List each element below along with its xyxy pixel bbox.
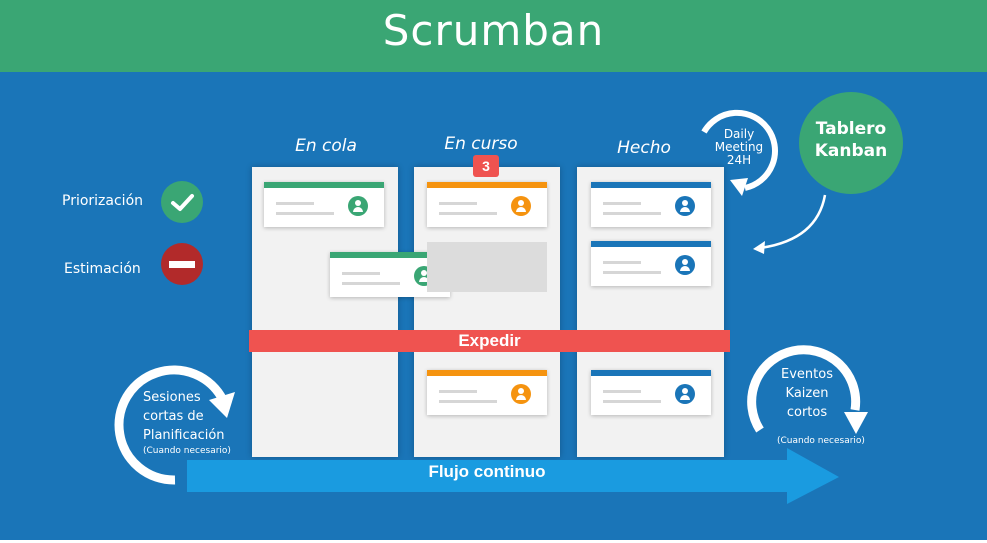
card-text-line	[276, 202, 314, 205]
task-card[interactable]	[427, 182, 547, 227]
card-text-line	[439, 212, 497, 215]
card-text-line	[603, 400, 661, 403]
continuous-flow-arrow-icon	[187, 448, 839, 504]
card-text-line	[439, 202, 477, 205]
card-text-line	[603, 271, 661, 274]
user-avatar-icon	[511, 196, 531, 216]
column-header-en-curso: En curso	[444, 134, 518, 154]
title-bar	[0, 0, 987, 72]
expedite-lane: Expedir	[249, 330, 730, 352]
tablero-kanban-badge	[799, 92, 903, 194]
task-card[interactable]	[591, 182, 711, 227]
card-color-bar	[427, 182, 547, 188]
wip-limit-badge: 3	[473, 155, 499, 177]
card-text-line	[603, 390, 641, 393]
kaizen-cycle-arrow-icon	[747, 345, 868, 434]
card-color-bar	[591, 182, 711, 188]
card-color-bar	[330, 252, 450, 258]
user-avatar-icon	[348, 196, 368, 216]
user-avatar-icon	[675, 196, 695, 216]
card-color-bar	[591, 370, 711, 376]
card-text-line	[603, 261, 641, 264]
task-card[interactable]	[264, 182, 384, 227]
priorizacion-label: Priorización	[62, 193, 144, 209]
daily-cycle-arrow-icon	[701, 109, 778, 196]
task-card-expedite[interactable]	[427, 370, 547, 415]
column-header-en-cola: En cola	[295, 136, 357, 156]
user-avatar-icon	[675, 384, 695, 404]
card-color-bar	[591, 241, 711, 247]
flujo-continuo-label: Flujo continuo	[428, 462, 546, 481]
card-text-line	[603, 202, 641, 205]
estimacion-label: Estimación	[64, 261, 141, 277]
card-text-line	[276, 212, 334, 215]
card-text-line	[439, 390, 477, 393]
bottom-divider	[0, 540, 987, 543]
card-text-line	[439, 400, 497, 403]
no-entry-icon	[161, 243, 203, 285]
card-text-line	[342, 282, 400, 285]
check-icon	[161, 181, 203, 223]
eventos-note: (Cuando necesario)	[777, 436, 865, 446]
card-color-bar	[264, 182, 384, 188]
pointer-arrow-icon	[753, 194, 827, 254]
column-header-hecho: Hecho	[617, 138, 671, 158]
task-card-expedite[interactable]	[591, 370, 711, 415]
page-title: Scrumban	[382, 6, 605, 55]
card-text-line	[603, 212, 661, 215]
user-avatar-icon	[675, 255, 695, 275]
user-avatar-icon	[511, 384, 531, 404]
task-card[interactable]	[591, 241, 711, 286]
planning-cycle-arrow-icon	[114, 365, 235, 485]
empty-card-slot	[427, 242, 547, 292]
card-text-line	[342, 272, 380, 275]
card-color-bar	[427, 370, 547, 376]
